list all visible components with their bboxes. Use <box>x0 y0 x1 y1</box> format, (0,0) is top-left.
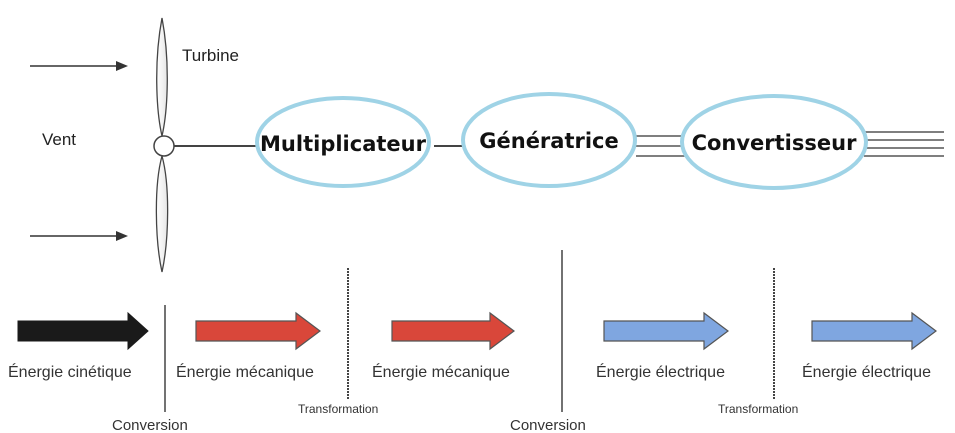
node-label-generatrice: Génératrice <box>479 129 619 153</box>
wind-label: Vent <box>42 130 77 149</box>
process-label-transformation-2: Transformation <box>718 402 799 416</box>
energy-label-mechanical-2: Énergie mécanique <box>372 364 510 381</box>
shaft-lines <box>174 131 944 157</box>
turbine-label: Turbine <box>182 46 240 65</box>
wind-arrow-bottom <box>30 231 128 241</box>
energy-arrow-electrical-2 <box>811 311 937 351</box>
node-convertisseur <box>680 94 868 190</box>
process-label-conversion-1: Conversion <box>112 417 188 433</box>
energy-arrow-mechanical-1 <box>195 311 321 351</box>
energy-arrow-kinetic <box>17 311 149 351</box>
turbine-rotor <box>153 17 175 273</box>
node-label-convertisseur: Convertisseur <box>691 131 857 155</box>
node-generatrice <box>461 92 637 188</box>
energy-label-kinetic: Énergie cinétique <box>8 364 132 381</box>
wind-arrow-top <box>30 61 128 71</box>
energy-label-electrical-1: Énergie électrique <box>596 364 725 381</box>
energy-arrow-electrical-1 <box>603 311 729 351</box>
energy-label-mechanical-1: Énergie mécanique <box>176 364 314 381</box>
node-label-multiplicateur: Multiplicateur <box>260 132 426 156</box>
process-label-conversion-2: Conversion <box>510 417 586 433</box>
process-label-transformation-1: Transformation <box>298 402 379 416</box>
node-multiplicateur <box>255 96 431 188</box>
energy-arrow-mechanical-2 <box>391 311 515 351</box>
energy-label-electrical-2: Énergie électrique <box>802 364 931 381</box>
